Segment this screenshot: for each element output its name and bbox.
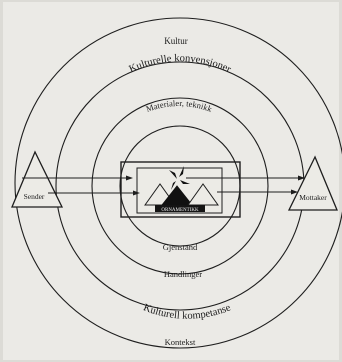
label-handlinger: Handlinger bbox=[164, 269, 202, 279]
ring-materialer-teknikk bbox=[91, 97, 269, 275]
mottaker-label: Mottaker bbox=[299, 193, 327, 202]
mottaker-triangle bbox=[287, 155, 338, 211]
label-kultur: Kultur bbox=[164, 36, 188, 46]
label-kontekst: Kontekst bbox=[165, 337, 196, 347]
ring-kultur bbox=[14, 17, 342, 349]
ornament-label: ORNAMENTIKK bbox=[161, 208, 199, 213]
ornament-label-bar bbox=[155, 205, 205, 212]
arrows bbox=[22, 175, 305, 196]
object-frame-outer bbox=[120, 161, 241, 218]
sender-label: Sender bbox=[24, 192, 45, 201]
label-gjenstand: Gjenstand bbox=[163, 242, 198, 252]
